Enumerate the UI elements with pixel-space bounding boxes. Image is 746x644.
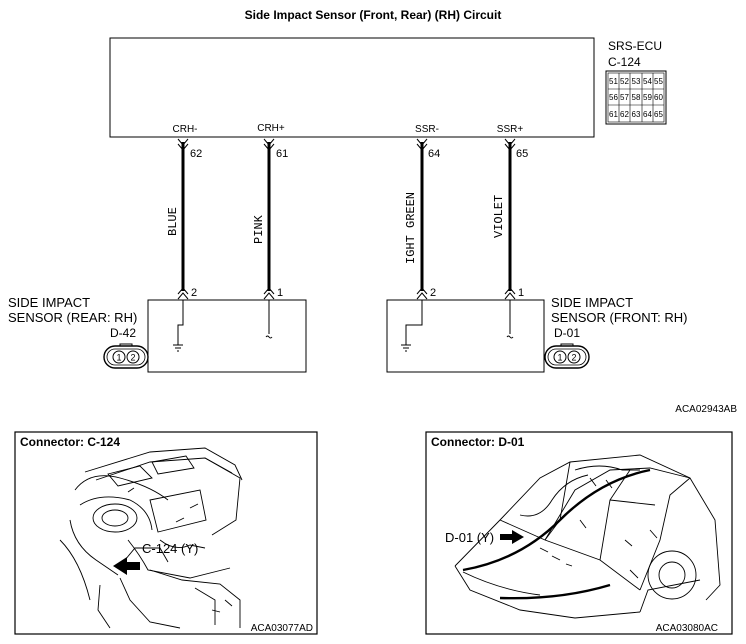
car-body-illustration [454,454,721,619]
ecu-connector-pinmap: 51 52 53 54 55 56 57 58 59 60 61 62 63 6… [605,70,667,125]
sensor-pin-number: 1 [277,287,283,299]
pin-cell: 61 [609,110,618,119]
wire-color-label: IGHT GREEN [404,192,418,264]
front-sensor-box [386,299,545,373]
callout-arrow [500,530,524,544]
rear-sensor-connector-id: D-42 [110,326,136,340]
callout-arrow [113,557,140,575]
panel-code: ACA03080AC [656,623,718,634]
wire-violet [504,138,516,300]
srs-ecu-box [109,37,595,138]
pin-cell: 52 [620,77,629,86]
panel-title: Connector: C-124 [20,435,120,449]
panel-title: Connector: D-01 [431,435,525,449]
callout-label: C-124 (Y) [142,541,198,556]
ecu-pin-number: 61 [276,148,288,160]
rear-sensor-box [147,299,307,373]
sensor-pin-number: 1 [518,287,524,299]
front-sensor-connector-id: D-01 [554,326,580,340]
terminal-label-ssr-plus: SSR+ [497,124,524,135]
wire-color-label: BLUE [166,207,180,236]
pin-cell: 59 [643,93,652,102]
wire-color-label: PINK [252,214,266,244]
front-sensor-label-line2: SENSOR (FRONT: RH) [551,310,688,325]
harness-line [499,583,611,600]
dashboard-illustration [59,447,243,629]
rear-sensor-label-line2: SENSOR (REAR: RH) [8,310,137,325]
callout-label: D-01 (Y) [445,530,494,545]
rear-sensor-connector-icon: 1 2 [103,343,149,369]
ecu-pin-number: 64 [428,148,440,160]
connector-d01-panel: Connector: D-01 D-01 (Y) ACA03080AC [425,431,733,635]
diagram-code: ACA02943AB [675,404,737,415]
connector-c124-panel: Connector: C-124 C-124 [14,431,318,635]
pin-cell: 1 [557,353,562,363]
rear-sensor-label-line1: SIDE IMPACT [8,295,90,310]
pin-cell: 2 [571,353,576,363]
wire-light-green [416,138,428,300]
terminal-label-crh-plus: CRH+ [257,123,285,134]
panel-code: ACA03077AD [251,623,313,634]
sensor-pin-number: 2 [430,287,436,299]
ecu-pin-number: 62 [190,148,202,160]
pin-cell: 60 [654,93,663,102]
terminal-label-crh-minus: CRH- [173,124,198,135]
pin-cell: 57 [620,93,629,102]
pin-cell: 51 [609,77,618,86]
pin-cell: 64 [643,110,652,119]
pin-cell: 63 [632,110,641,119]
pin-cell: 1 [116,353,121,363]
ecu-name: SRS-ECU [608,39,662,53]
pin-cell: 53 [632,77,641,86]
pin-cell: 62 [620,110,629,119]
ecu-pin-number: 65 [516,148,528,160]
pin-cell: 56 [609,93,618,102]
wire-blue [177,138,189,300]
pin-cell: 54 [643,77,652,86]
pin-cell: 55 [654,77,663,86]
pin-cell: 58 [632,93,641,102]
pin-cell: 65 [654,110,663,119]
diagram-title: Side Impact Sensor (Front, Rear) (RH) Ci… [245,8,502,22]
wire-pink [263,138,275,300]
wire-color-label: VIOLET [492,195,506,238]
front-sensor-connector-icon: 1 2 [544,343,590,369]
harness-line [462,468,651,572]
sensor-pin-number: 2 [191,287,197,299]
pin-cell: 2 [130,353,135,363]
ecu-connector-id: C-124 [608,55,641,69]
terminal-label-ssr-minus: SSR- [415,124,439,135]
front-sensor-label-line1: SIDE IMPACT [551,295,633,310]
